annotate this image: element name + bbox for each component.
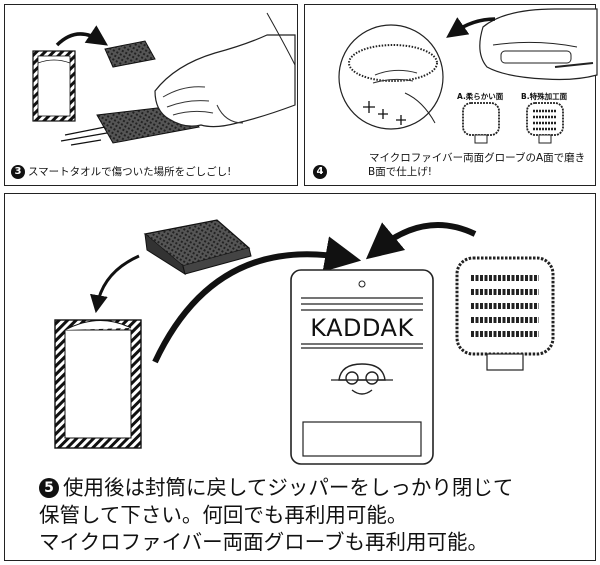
towel-icon	[143, 219, 252, 276]
glove-b-label: B.特殊加工面	[521, 92, 568, 101]
arrow-icon	[365, 222, 477, 260]
arrow-icon	[446, 17, 496, 38]
step-number-badge: 4	[313, 165, 327, 179]
sparkle-icon	[363, 101, 406, 125]
glove-icon	[462, 102, 500, 144]
step-4-caption: マイクロファイバー両面グローブのA面で磨き 4 B面で仕上げ!	[313, 151, 585, 179]
step-5-text-line1: 使用後は封筒に戻してジッパーをしっかり閉じて	[63, 475, 514, 500]
step-4-panel: A.柔らかい面 B.特殊加工面 マイクロファイバー両面グローブのA面で磨き 4 B…	[304, 4, 598, 186]
step-5-text-line2: 保管して下さい。何回でも再利用可能。	[39, 502, 408, 527]
car-icon	[479, 8, 598, 81]
glove-a-label: A.柔らかい面	[457, 92, 504, 101]
glove-icon	[526, 102, 564, 144]
glove-icon	[455, 256, 555, 371]
arrow-icon	[152, 236, 362, 364]
arrow-icon	[90, 254, 140, 314]
step-4-text-line2: B面で仕上げ!	[368, 166, 432, 178]
step-3-illustration	[32, 12, 296, 146]
envelope-icon	[32, 50, 76, 122]
step-5-illustration	[54, 219, 555, 465]
step-number-badge: 5	[39, 478, 59, 498]
hand-icon	[154, 12, 296, 128]
package-brand-text: KADDAK	[310, 314, 414, 342]
step-5-text-line3: マイクロファイバー両面グローブも再利用可能。	[39, 529, 488, 554]
step-number-badge: 3	[11, 165, 25, 179]
arrow-icon	[55, 25, 108, 47]
glove-icon	[338, 24, 444, 130]
car-face-logo-icon	[331, 363, 393, 395]
step-3-text: スマートタオルで傷ついた場所をごしごし!	[28, 166, 232, 178]
step-4-text-line1: マイクロファイバー両面グローブのA面で磨き	[369, 152, 586, 164]
step-4-illustration	[338, 8, 598, 144]
towel-icon	[104, 40, 156, 68]
envelope-icon	[54, 319, 142, 449]
